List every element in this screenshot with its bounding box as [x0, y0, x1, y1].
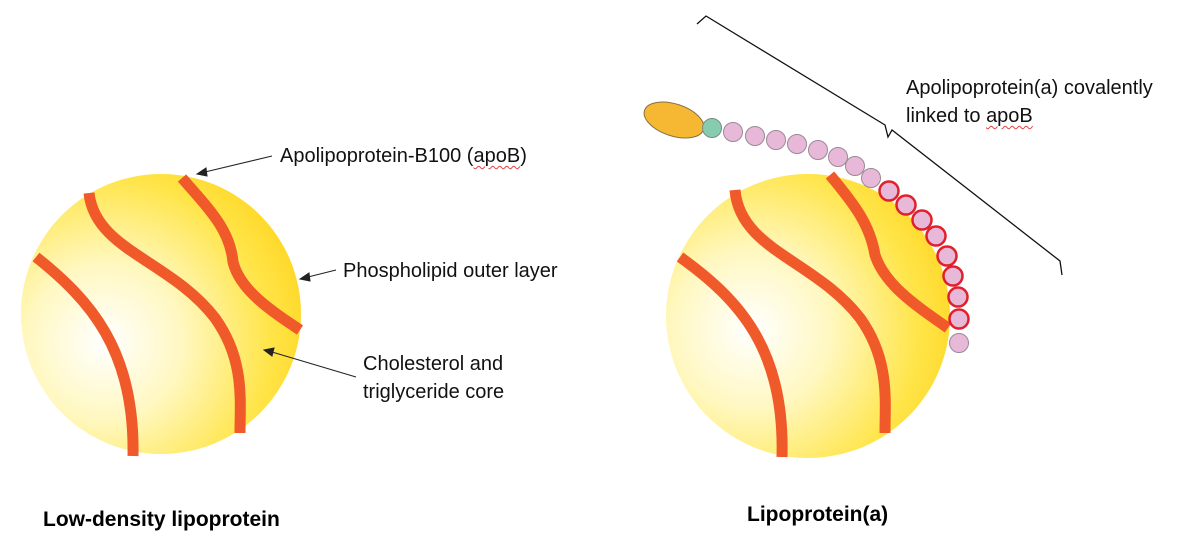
kringle: [766, 130, 786, 150]
kringle-repeat: [878, 180, 900, 202]
ldl-apob-band: [83, 192, 246, 434]
kringle-v: [702, 118, 722, 138]
apob-label-text: Apolipoprotein-B100 (: [280, 145, 474, 167]
phospholipid-label: Phospholipid outer layer: [343, 260, 558, 282]
kringle: [845, 156, 865, 176]
kringle-repeat: [947, 286, 969, 308]
kringle: [861, 168, 881, 188]
protease-domain: [643, 101, 705, 139]
core-label-line2: triglyceride core: [363, 381, 505, 403]
kringle-repeat: [925, 225, 947, 247]
lpa-apob-band: [825, 171, 952, 333]
ldl-apob-band: [32, 252, 139, 457]
ldl-particle: [21, 174, 304, 457]
apob-label-close: ): [520, 145, 527, 167]
apob-label: Apolipoprotein-B100 (apoB): [280, 143, 527, 170]
kringle-repeat: [911, 209, 933, 231]
ldl-annotation-arrows: [195, 155, 357, 378]
ldl-sphere: [21, 174, 301, 454]
kringle: [745, 126, 765, 146]
kringle-repeat: [948, 308, 970, 330]
lpa-caption: Lipoprotein(a): [747, 503, 889, 526]
kringle-repeat: [936, 245, 958, 267]
apo-a-bracket: [696, 15, 1063, 276]
kringle: [828, 147, 848, 167]
kringle: [949, 333, 969, 353]
ldl-apob-band: [177, 174, 304, 335]
apo-a-label-abbrev: apoB: [986, 105, 1033, 127]
lpa-sphere: [666, 174, 950, 458]
kringle-repeat: [895, 194, 917, 216]
kringle: [808, 140, 828, 160]
lpa-apob-band: [676, 252, 788, 458]
lpa-apob-band: [729, 189, 891, 434]
apo-a-label-text: linked to: [906, 105, 987, 127]
lpa-particle: [666, 171, 952, 458]
apo-a-chain: [643, 101, 970, 353]
ldl-caption: Low-density lipoprotein: [43, 508, 280, 531]
core-label-line1: Cholesterol and: [363, 353, 504, 375]
kringle: [723, 122, 743, 142]
apob-label-abbrev: apoB: [473, 145, 521, 167]
apo-a-label-line2: linked to apoB: [906, 103, 1033, 130]
kringle: [787, 134, 807, 154]
apo-a-label-line1: Apolipoprotein(a) covalently: [906, 77, 1153, 99]
kringle-repeat: [942, 265, 964, 287]
